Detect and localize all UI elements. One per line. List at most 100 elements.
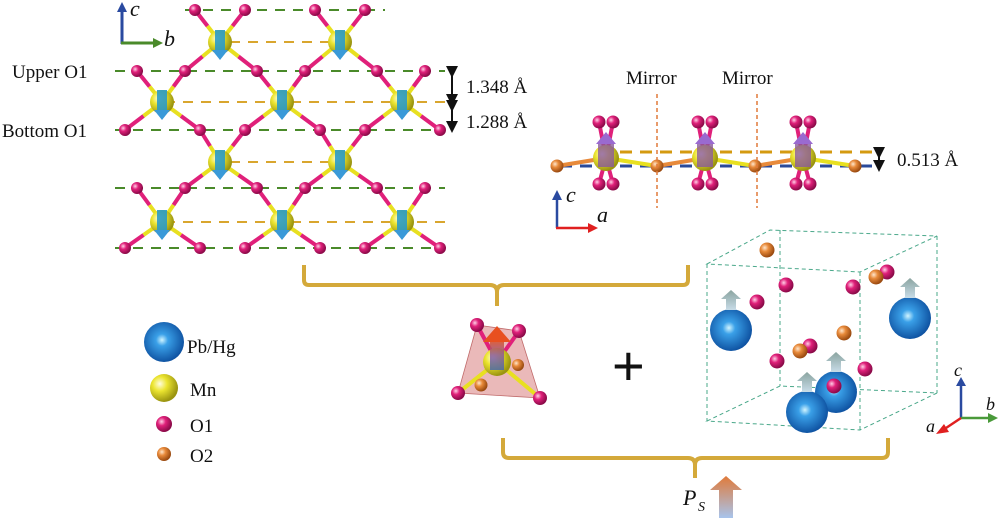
mno4-tetrahedron (451, 318, 547, 405)
spin-arrow-shaft (215, 30, 225, 50)
c-axis-label-right: c (566, 182, 576, 207)
o1-atom (533, 391, 547, 405)
a-axis-arrow-cell (945, 416, 962, 430)
o1-atom (857, 361, 873, 377)
legend-pb-hg-icon (144, 322, 184, 362)
left-lattice-view (115, 4, 446, 254)
polarization-indicator: P S (682, 476, 742, 518)
moment-arrow-up-icon (483, 326, 511, 342)
c-axis-arrowhead-right-icon (552, 190, 562, 200)
o2-atom (792, 343, 808, 359)
o1-atom (434, 242, 446, 254)
spin-down-arrow-icon (332, 170, 348, 180)
b-axis-arrowhead-cell-icon (988, 413, 998, 423)
o1-atom (251, 182, 263, 194)
spin-up-arrow-icon (596, 132, 616, 144)
o1-atom (299, 65, 311, 77)
spin-down-arrow-icon (394, 230, 410, 240)
spin-arrow-shaft (397, 90, 407, 110)
spin-down-arrow-icon (394, 110, 410, 120)
plus-symbol: + (612, 334, 645, 397)
spin-down-arrow-icon (212, 50, 228, 60)
o1-atom (512, 324, 526, 338)
top-bracket (302, 265, 690, 306)
o1-atom (119, 242, 131, 254)
spin-arrow-shaft (157, 210, 167, 230)
spin-arrow-shaft (215, 150, 225, 170)
b-axis-label-cell: b (986, 394, 995, 414)
o2-atom (550, 159, 564, 173)
o1-atom (705, 115, 719, 129)
right-chain-view (550, 115, 877, 191)
o1-atom (189, 4, 201, 16)
legend-label-pb-hg: Pb/Hg (187, 337, 236, 358)
right-axes: c a (552, 182, 608, 233)
spin-down-arrow-icon (154, 110, 170, 120)
o1-atom (309, 4, 321, 16)
o2-atom (759, 242, 775, 258)
pb-moment-arrow-icon (826, 352, 846, 372)
a-axis-arrowhead-right-icon (588, 223, 598, 233)
spin-down-arrow-icon (154, 230, 170, 240)
o1-atom (606, 177, 620, 191)
a-axis-label-right: a (597, 202, 608, 227)
spin-arrow-shaft (157, 90, 167, 110)
o1-atom (592, 177, 606, 191)
spin-down-arrow-icon (274, 110, 290, 120)
o1-atom (239, 4, 251, 16)
o1-atom (131, 65, 143, 77)
o1-atom (194, 242, 206, 254)
c-axis-arrowhead-cell-icon (956, 377, 966, 386)
spin-arrow-shaft (335, 30, 345, 50)
o1-atom (371, 182, 383, 194)
o1-atom (239, 124, 251, 136)
o1-atom (314, 242, 326, 254)
o1-atom (299, 182, 311, 194)
mirror-label-1: Mirror (626, 68, 677, 89)
distance-upper-label: 1.348 Å (466, 77, 528, 98)
pb-hg-atom (710, 309, 752, 351)
c-axis-arrowhead-icon (117, 2, 127, 12)
o1-atom (606, 115, 620, 129)
a-axis-arrowhead-cell-icon (936, 424, 949, 434)
o1-atom (826, 378, 842, 394)
legend-label-mn: Mn (190, 380, 217, 401)
bottom-bracket (501, 438, 890, 478)
o1-atom (179, 65, 191, 77)
o1-atom (789, 115, 803, 129)
o1-atom (251, 65, 263, 77)
o2-atom (848, 159, 862, 173)
o1-atom (592, 115, 606, 129)
spin-arrow-shaft (335, 150, 345, 170)
spin-arrow-shaft (795, 142, 811, 167)
pb-moment-arrow-icon (797, 372, 817, 392)
o2-atom (836, 325, 852, 341)
o1-atom (803, 115, 817, 129)
legend-o2-icon (157, 447, 171, 461)
ps-label-main: P (682, 485, 696, 510)
c-axis-label: c (130, 0, 140, 21)
o2-atom (748, 159, 762, 173)
legend-label-o1: O1 (190, 416, 213, 437)
ps-label-sub: S (698, 500, 705, 515)
legend-mn-icon (150, 374, 178, 402)
o1-atom (470, 318, 484, 332)
pb-hg-atom (889, 297, 931, 339)
o1-atom (803, 177, 817, 191)
o1-atom (769, 353, 785, 369)
spin-up-arrow-icon (695, 132, 715, 144)
spin-up-arrow-icon (793, 132, 813, 144)
pb-hg-atom (786, 391, 828, 433)
spin-down-arrow-icon (332, 50, 348, 60)
o1-atom (789, 177, 803, 191)
o1-atom (359, 4, 371, 16)
spin-arrow-shaft (397, 210, 407, 230)
spin-arrow-shaft (277, 90, 287, 110)
cell-axes: c b a (926, 360, 998, 436)
moment-arrow-shaft (490, 340, 504, 370)
o1-atom (705, 177, 719, 191)
legend-label-o2: O2 (190, 446, 213, 467)
o2-atom (868, 269, 884, 285)
pb-moment-arrow-icon (900, 278, 920, 298)
